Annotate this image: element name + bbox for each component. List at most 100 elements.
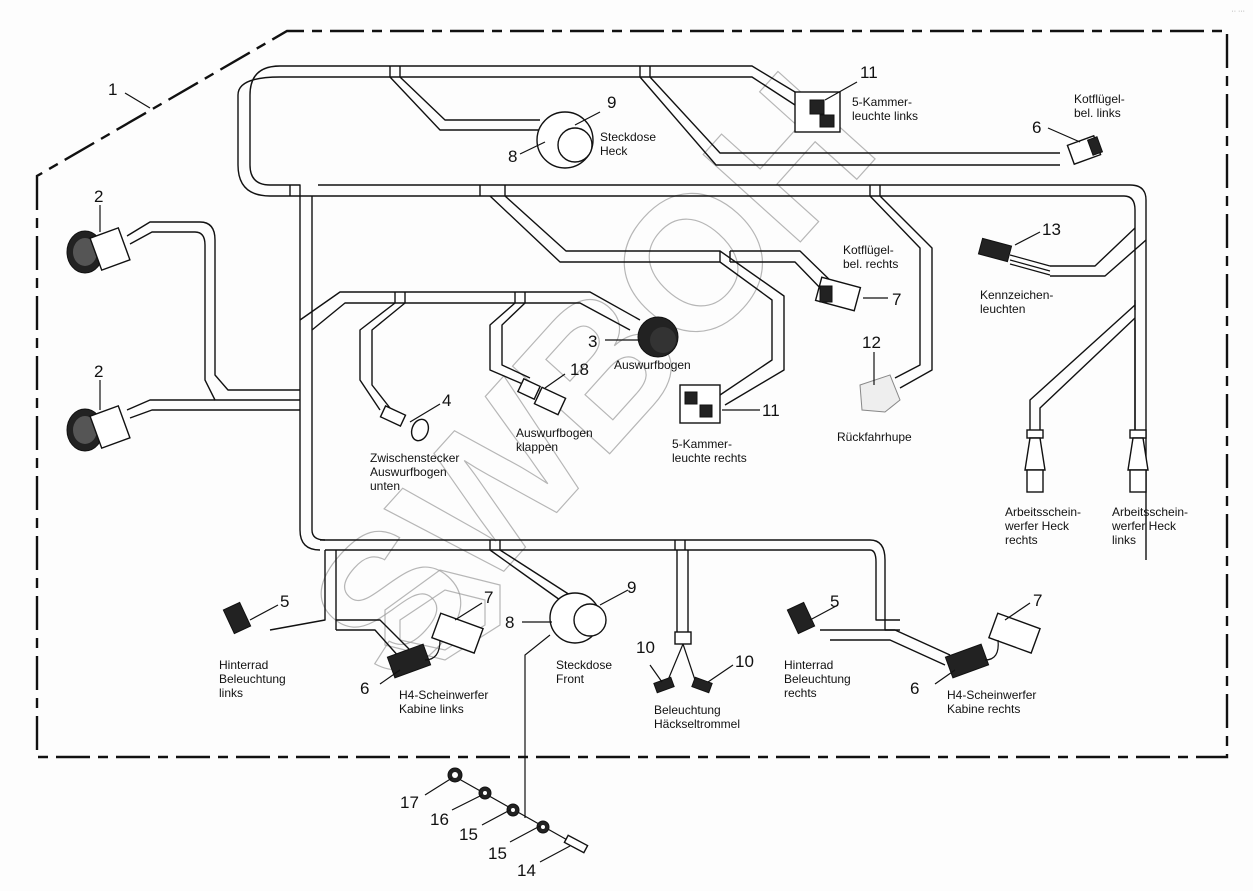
callout-9-bottom: 9 [627, 578, 636, 597]
label-rear-wheel-left-1: Hinterrad [219, 658, 268, 672]
five-chamber-left-icon [794, 91, 841, 133]
callout-17: 17 [400, 793, 419, 812]
label-five-chamber-left-1: 5-Kammer- [852, 95, 912, 109]
label-fender-right-1: Kotflügel- [843, 243, 894, 257]
round-connector-top-icon [66, 226, 131, 274]
headlight-left-connectors-icon [386, 612, 484, 679]
label-intermediate-1: Zwischenstecker [370, 451, 459, 465]
label-intermediate-3: unten [370, 479, 400, 493]
leader-lines [99, 81, 1081, 863]
drum-light-connectors-icon [653, 631, 713, 694]
callout-14: 14 [517, 861, 536, 880]
label-work-left-3: links [1112, 533, 1136, 547]
corner-mark: ·· ··· [1231, 8, 1245, 15]
callout-9-top: 9 [607, 93, 616, 112]
callout-11-mid: 11 [762, 401, 780, 420]
label-fender-left-2: bel. links [1074, 106, 1121, 120]
label-rear-wheel-left-2: Beleuchtung [219, 672, 286, 686]
label-drum-2: Häckseltrommel [654, 717, 740, 731]
label-license-1: Kennzeichen- [980, 288, 1053, 302]
callout-18: 18 [570, 360, 589, 379]
label-rear-wheel-right-3: rechts [784, 686, 817, 700]
work-light-right-connector-icon [1024, 429, 1046, 493]
label-chute-flap-1: Auswurfbogen [516, 426, 593, 440]
svg-text:Kennzeichen-leuchten: Kennzeichen-leuchten [980, 288, 1053, 316]
svg-text:Kotflügel-bel. rechts: Kotflügel-bel. rechts [843, 243, 898, 271]
label-rear-wheel-left-3: links [219, 686, 243, 700]
callout-numbers: 1 2 2 3 4 5 5 6 6 6 7 7 7 8 9 8 9 10 10 … [94, 63, 1061, 880]
socket-rear-icon [536, 111, 594, 169]
callout-16: 16 [430, 810, 449, 829]
callout-4: 4 [442, 391, 451, 410]
callout-10b: 10 [735, 652, 754, 671]
callout-15b: 15 [459, 825, 478, 844]
label-work-right-3: rechts [1005, 533, 1038, 547]
parts [66, 91, 1149, 854]
callout-7-left: 7 [484, 588, 493, 607]
label-fender-right-2: bel. rechts [843, 257, 898, 271]
callout-1: 1 [108, 80, 117, 99]
callout-10a: 10 [636, 638, 655, 657]
label-five-chamber-left-2: leuchte links [852, 109, 918, 123]
chute-flap-connector-icon [516, 377, 567, 416]
label-socket-front-1: Steckdose [556, 658, 612, 672]
label-license-2: leuchten [980, 302, 1025, 316]
assembly-frame [35, 29, 1229, 759]
callout-8-top: 8 [508, 147, 517, 166]
callout-5-right: 5 [830, 592, 839, 611]
label-five-chamber-right-2: leuchte rechts [672, 451, 747, 465]
hardware-set-icon [447, 767, 589, 854]
callout-3: 3 [588, 332, 597, 351]
callout-8-bottom: 8 [505, 613, 514, 632]
label-chute-flap-2: klappen [516, 440, 558, 454]
label-fender-left-1: Kotflügel- [1074, 92, 1125, 106]
work-light-left-connector-icon [1127, 429, 1149, 493]
headlight-right-connectors-icon [944, 612, 1041, 679]
chute-connector-icon [637, 316, 679, 358]
socket-front-icon [549, 592, 607, 644]
fender-left-connector-icon [1066, 134, 1104, 166]
callout-6-right: 6 [910, 679, 919, 698]
label-reverse-horn: Rückfahrhupe [837, 430, 912, 444]
label-rear-wheel-right-2: Beleuchtung [784, 672, 851, 686]
label-h4-left-1: H4-Scheinwerfer [399, 688, 488, 702]
callout-5-left: 5 [280, 592, 289, 611]
label-socket-rear-2: Heck [600, 144, 628, 158]
label-socket-front-2: Front [556, 672, 585, 686]
callout-13: 13 [1042, 220, 1061, 239]
round-connector-bottom-icon [66, 404, 131, 452]
callout-6-left: 6 [360, 679, 369, 698]
rear-wheel-light-left-connector-icon [222, 601, 252, 635]
label-drum-1: Beleuchtung [654, 703, 721, 717]
reverse-horn-icon [859, 374, 901, 413]
callout-12: 12 [862, 333, 881, 352]
label-work-right-2: werfer Heck [1004, 519, 1070, 533]
label-work-right-1: Arbeitsschein- [1005, 505, 1081, 519]
svg-text:Kotflügel-bel. links: Kotflügel-bel. links [1074, 92, 1125, 120]
five-chamber-right-icon [679, 384, 721, 424]
label-intermediate-2: Auswurfbogen [370, 465, 447, 479]
rear-wheel-light-right-connector-icon [786, 601, 816, 635]
label-five-chamber-right-1: 5-Kammer- [672, 437, 732, 451]
label-h4-right-2: Kabine rechts [947, 702, 1020, 716]
label-work-left-1: Arbeitsschein- [1112, 505, 1188, 519]
callout-6-top: 6 [1032, 118, 1041, 137]
svg-text:5-Kammer-leuchte rechts: 5-Kammer-leuchte rechts [672, 437, 747, 465]
fender-right-connector-icon [814, 276, 862, 312]
harness [126, 65, 1147, 818]
callout-7-top: 7 [892, 290, 901, 309]
callout-11-top: 11 [860, 63, 878, 82]
callout-15a: 15 [488, 844, 507, 863]
label-chute: Auswurfbogen [614, 358, 691, 372]
label-rear-wheel-right-1: Hinterrad [784, 658, 833, 672]
label-socket-rear-1: Steckdose [600, 130, 656, 144]
label-h4-left-2: Kabine links [399, 702, 464, 716]
